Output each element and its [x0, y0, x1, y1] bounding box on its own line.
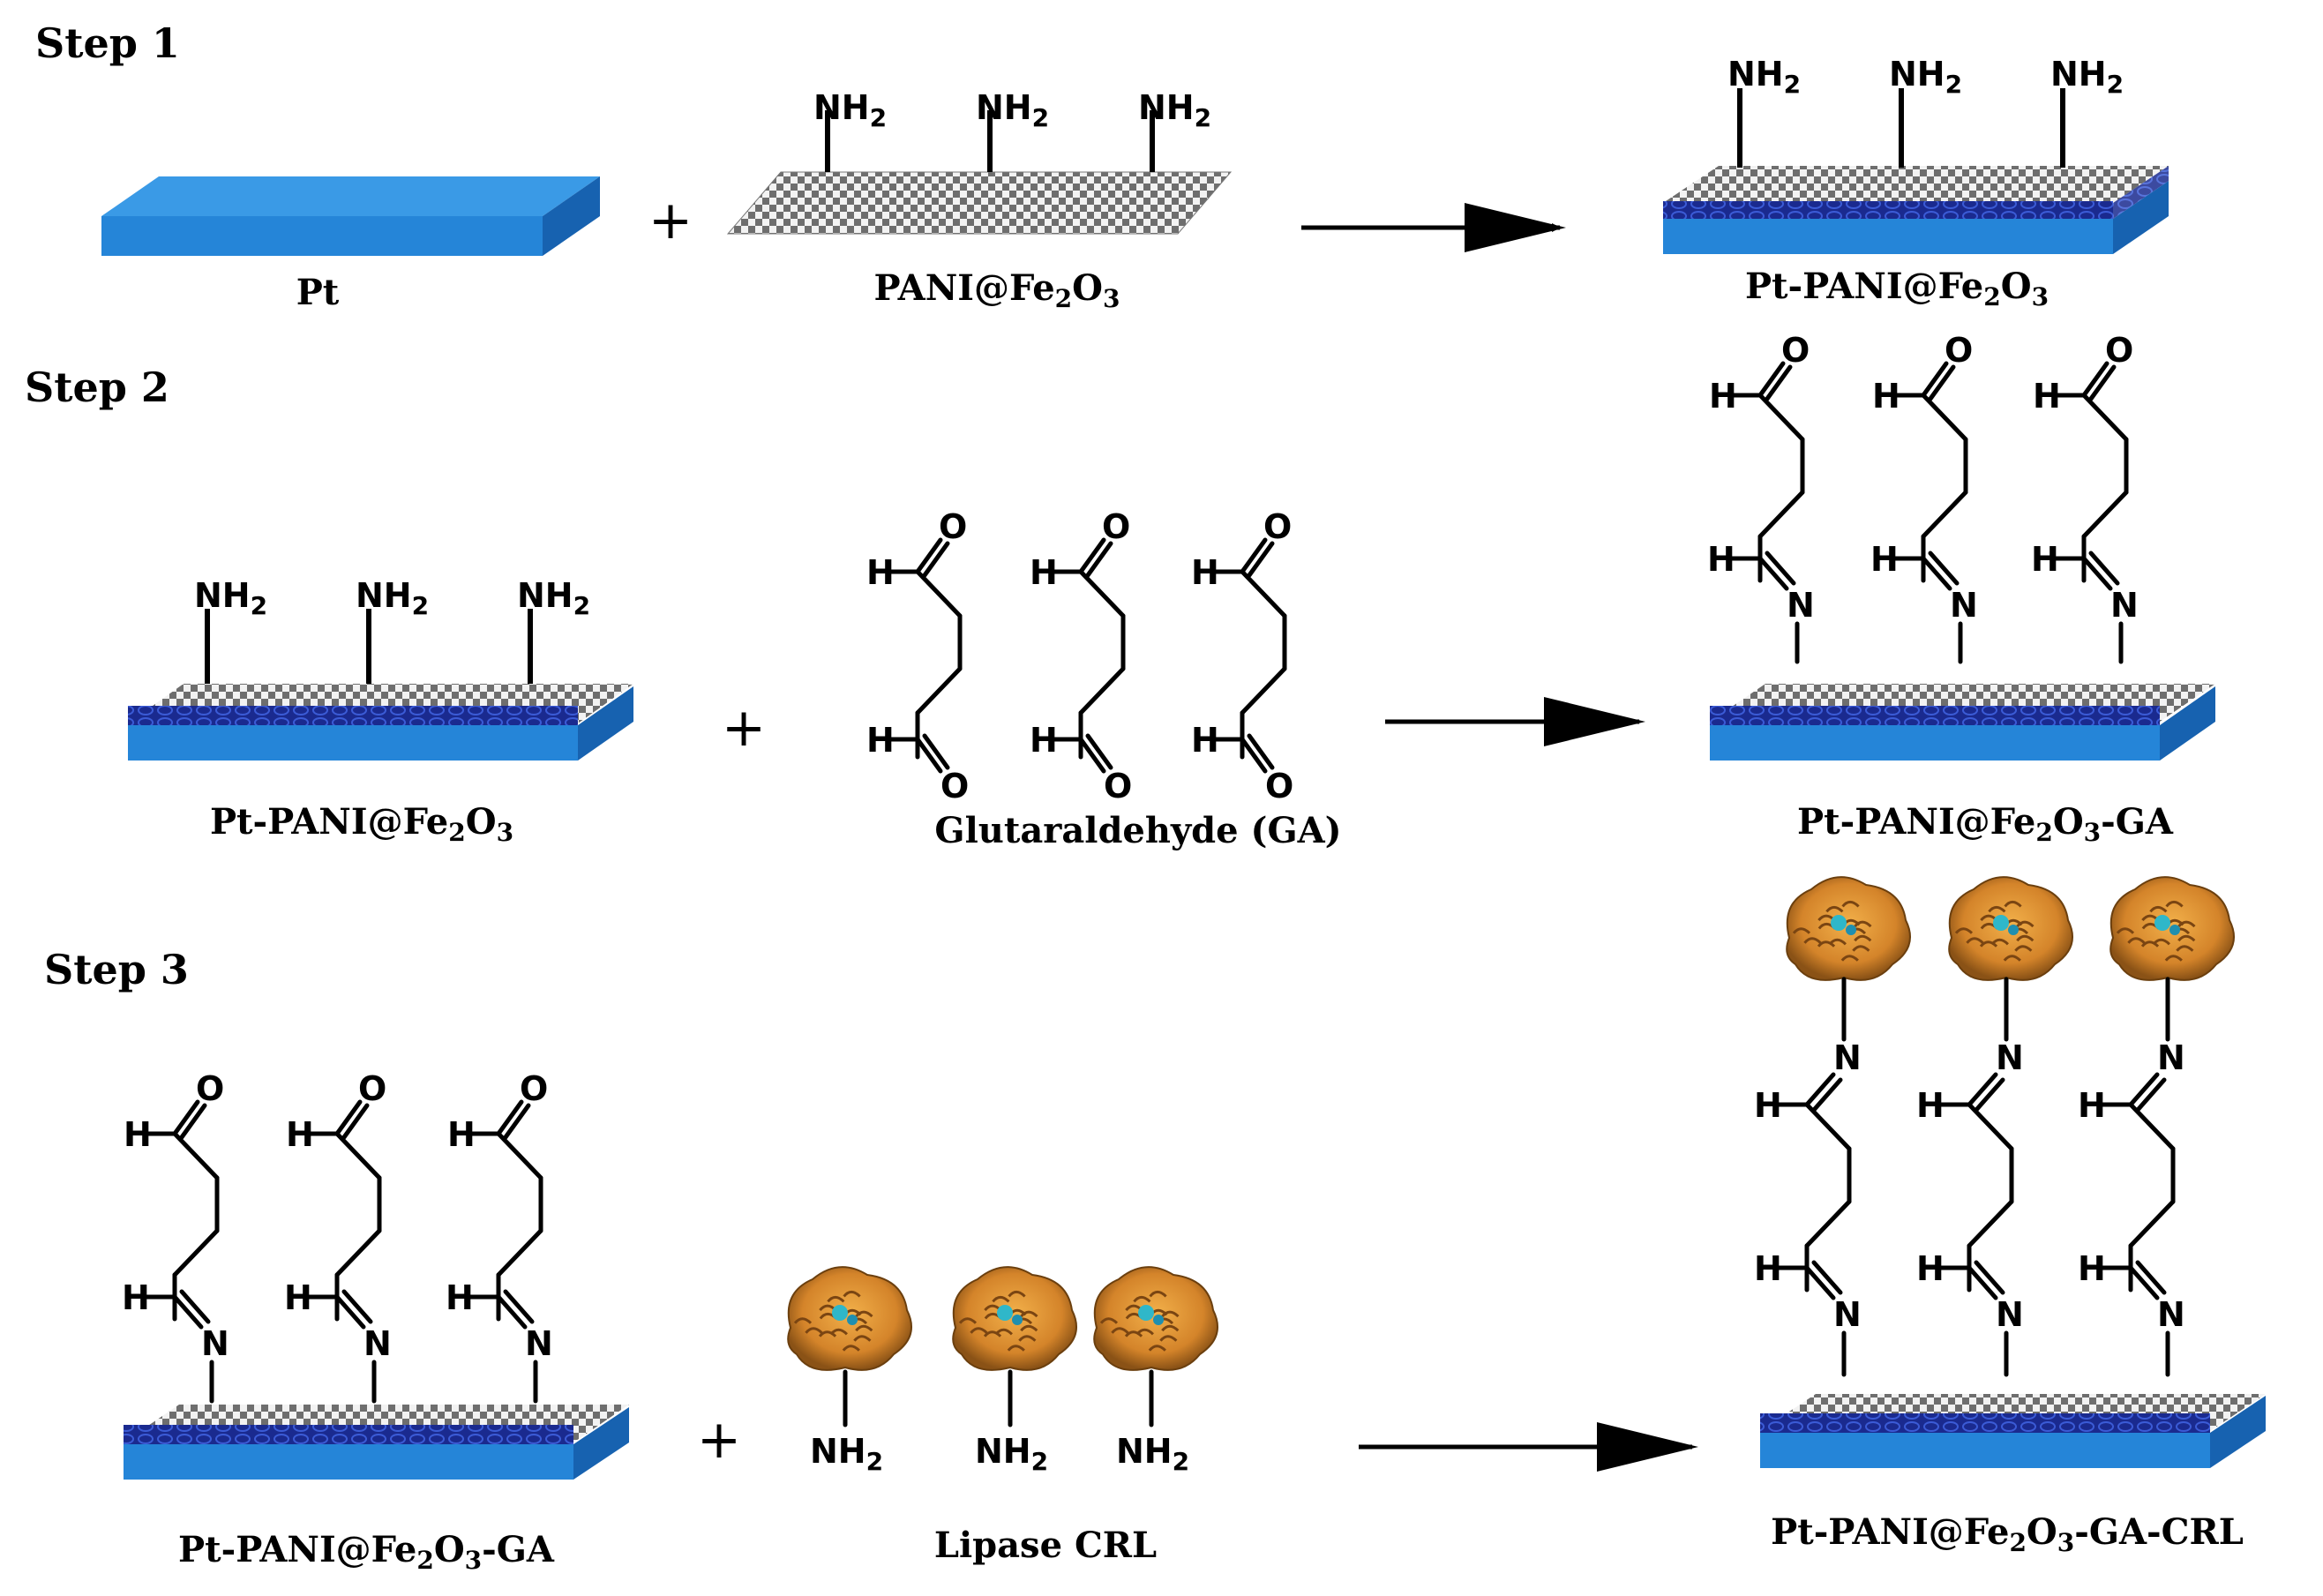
nitrogen-atom: N: [2157, 1295, 2185, 1334]
nitrogen-atom: N: [2110, 586, 2139, 625]
pt-pani-electrode-product-1: [1663, 88, 2169, 254]
final-electrode: [1760, 1394, 2266, 1468]
pt-pani-fe2o3-label-1: Pt-PANI@Fe2O3: [1745, 266, 2049, 311]
oxygen-atom: O: [1265, 767, 1293, 805]
nh2-group: NH2: [976, 88, 1049, 132]
nh2-group: NH2: [1116, 1432, 1189, 1476]
lipase-enzyme-icon: [952, 1266, 1077, 1371]
pt-pani-ga-electrode-product-2: [1710, 684, 2215, 761]
nh2-group: NH2: [517, 576, 590, 620]
final-product-label: Pt-PANI@Fe2O3-GA-CRL: [1771, 1511, 2244, 1557]
nh2-group: NH2: [356, 576, 429, 620]
oxygen-atom: O: [1263, 507, 1292, 546]
lipase-enzyme-icon: [1948, 876, 2073, 981]
nitrogen-atom: N: [1833, 1295, 1862, 1334]
oxygen-atom: O: [939, 507, 967, 546]
pani-fe2o3-label: PANI@Fe2O3: [874, 267, 1120, 313]
oxygen-atom: O: [1781, 331, 1810, 370]
lipase-enzyme-icon: [787, 1266, 912, 1371]
nh2-group: NH2: [813, 88, 887, 132]
lipase-enzyme-icon: [1786, 876, 1911, 981]
arrowhead-3: [1597, 1422, 1698, 1472]
pani-fe2o3-sheet: [726, 110, 1233, 235]
pt-pani-electrode-reactant-2: [128, 609, 633, 761]
step-3-label: Step 3: [44, 946, 189, 993]
lipase-enzymes: NH2 NH2 NH2: [787, 1266, 1218, 1476]
plus-sign-2: +: [722, 697, 766, 759]
nh2-group: NH2: [1138, 88, 1211, 132]
oxygen-atom: O: [1104, 767, 1132, 805]
nitrogen-atom: N: [525, 1324, 553, 1363]
pt-pani-fe2o3-ga-label-2: Pt-PANI@Fe2O3-GA: [1797, 801, 2174, 847]
nitrogen-atom: N: [1996, 1038, 2024, 1077]
oxygen-atom: O: [196, 1069, 224, 1108]
nh2-group: NH2: [1889, 55, 1962, 99]
nitrogen-atom: N: [1833, 1038, 1862, 1077]
nitrogen-atom: N: [1996, 1295, 2024, 1334]
pt-pani-ga-electrode-reactant-3: [124, 1405, 629, 1480]
oxygen-atom: O: [358, 1069, 386, 1108]
nitrogen-atom: N: [2157, 1038, 2185, 1077]
oxygen-atom: O: [520, 1069, 548, 1108]
lipase-enzyme-icon: [1093, 1266, 1218, 1371]
plus-sign-3: +: [697, 1409, 741, 1471]
lipase-enzyme-icon: [2109, 876, 2235, 981]
nh2-group: NH2: [194, 576, 267, 620]
nh2-group: NH2: [810, 1432, 883, 1476]
oxygen-atom: O: [2105, 331, 2133, 370]
oxygen-atom: O: [1102, 507, 1130, 546]
pt-pani-fe2o3-label-2: Pt-PANI@Fe2O3: [210, 801, 513, 847]
pt-electrode: [101, 176, 600, 256]
nh2-group: NH2: [1727, 55, 1801, 99]
nitrogen-atom: N: [1787, 586, 1815, 625]
nitrogen-atom: N: [201, 1324, 229, 1363]
nitrogen-atom: N: [1950, 586, 1978, 625]
glutaraldehyde-label: Glutaraldehyde (GA): [934, 810, 1341, 851]
nh2-group: NH2: [975, 1432, 1048, 1476]
pt-pani-fe2o3-ga-label-3: Pt-PANI@Fe2O3-GA: [178, 1529, 555, 1575]
lipase-label: Lipase CRL: [934, 1525, 1157, 1566]
pt-label: Pt: [296, 272, 340, 313]
lipase-with-amine: NH2: [1093, 1266, 1218, 1476]
arrowhead-1: [1465, 203, 1566, 252]
oxygen-atom: O: [940, 767, 969, 805]
arrowhead-2: [1544, 697, 1645, 746]
oxygen-atom: O: [1945, 331, 1973, 370]
plus-sign-1: +: [648, 190, 693, 251]
step-1-label: Step 1: [35, 19, 180, 67]
nh2-group: NH2: [2050, 55, 2124, 99]
lipase-with-amine: NH2: [952, 1266, 1077, 1476]
nitrogen-atom: N: [363, 1324, 392, 1363]
step-2-label: Step 2: [25, 363, 169, 411]
lipase-with-amine: NH2: [787, 1266, 912, 1476]
